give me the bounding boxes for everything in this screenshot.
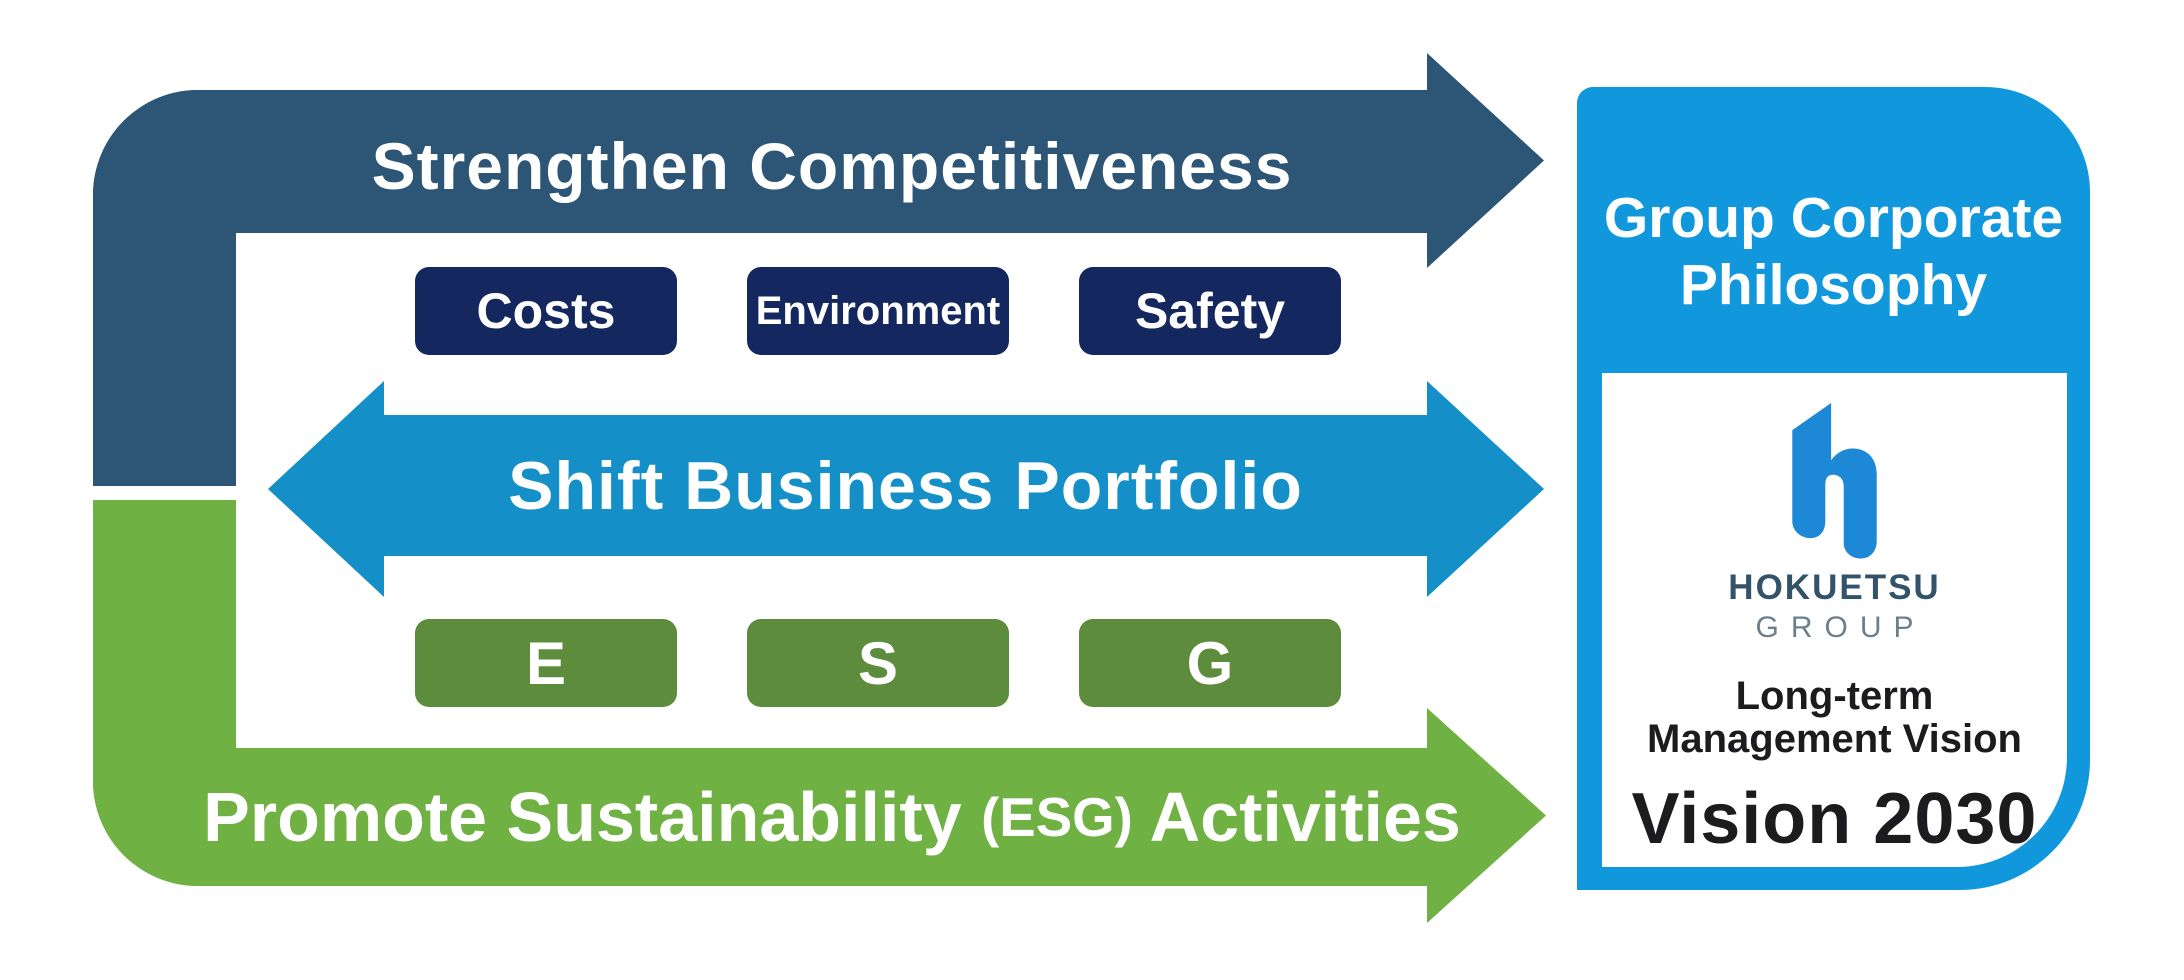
strengthen-arrow-label: Strengthen Competitiveness	[371, 128, 1293, 203]
badge-safety: Safety	[1079, 267, 1341, 355]
badge-costs: Costs	[415, 267, 677, 355]
hokuetsu-h-logo-icon	[1791, 402, 1877, 559]
strengthen-arrow-head	[1427, 53, 1544, 268]
strengthen-arrow-body	[93, 90, 1428, 233]
vision-subtitle-line2: Management Vision	[1647, 717, 2022, 762]
promote-label-suffix: Activities	[1132, 778, 1461, 856]
badge-e: E	[415, 619, 677, 707]
vision-subtitle-line1: Long-term	[1735, 674, 1934, 718]
shift-arrow-left-head	[268, 381, 384, 597]
vision-card: HOKUETSU GROUP Long-term Management Visi…	[1602, 373, 2067, 867]
shift-arrow-body	[383, 415, 1428, 556]
panel-header-line1: Group Corporate	[1603, 185, 2064, 250]
promote-arrow-label: Promote Sustainability (ESG) Activities	[203, 748, 1461, 886]
vision-subtitle: Long-term Management Vision	[1647, 674, 2022, 762]
panel-header-line2: Philosophy	[1679, 253, 1988, 317]
badge-environment: Environment	[747, 267, 1009, 355]
badge-s: S	[747, 619, 1009, 707]
shift-arrow-label: Shift Business Portfolio	[508, 447, 1303, 524]
badge-g: G	[1079, 619, 1341, 707]
promote-label-esg: (ESG)	[981, 786, 1133, 848]
promote-arrow-body	[93, 748, 1428, 886]
vision-title: Vision 2030	[1631, 779, 2038, 860]
shift-arrow-right-head	[1427, 381, 1544, 597]
panel-header: Group Corporate Philosophy	[1577, 87, 2090, 373]
promote-label-prefix: Promote Sustainability	[203, 778, 982, 856]
hokuetsu-wordmark: HOKUETSU	[1728, 568, 1941, 607]
group-wordmark: GROUP	[1755, 611, 1926, 644]
